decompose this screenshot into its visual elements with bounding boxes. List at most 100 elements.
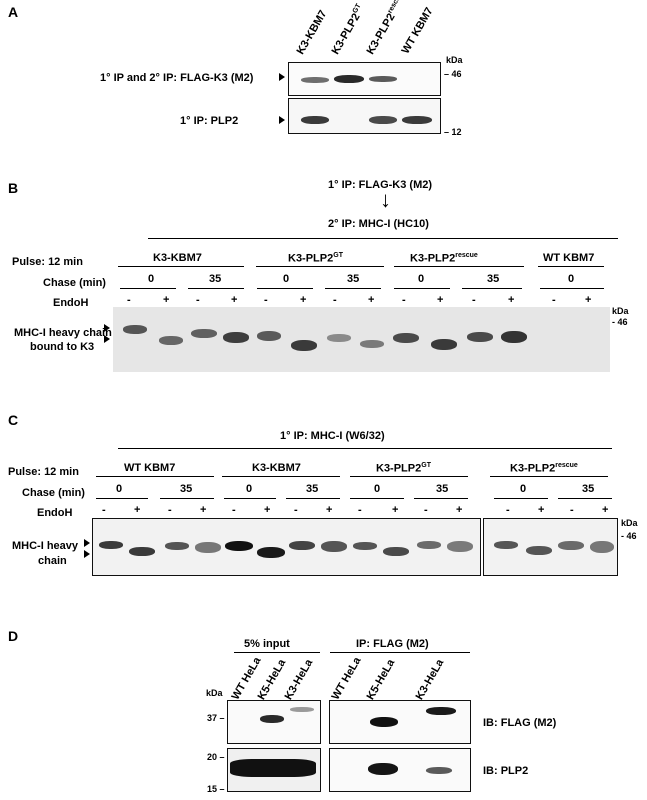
chase-bracket <box>462 288 522 289</box>
band <box>290 707 314 712</box>
endoh-sign: + <box>437 294 444 306</box>
ib-flag-label: IB: FLAG (M2) <box>483 717 557 729</box>
group-label: IP: FLAG (M2) <box>356 638 429 650</box>
ip-label: 1° IP: MHC-I (W6/32) <box>280 430 385 442</box>
band <box>223 332 249 343</box>
endoh-sign: + <box>231 294 238 306</box>
chase-label: Chase (min) <box>43 277 106 289</box>
group-bracket <box>350 476 468 477</box>
band <box>129 547 155 556</box>
chase-time: 0 <box>520 483 527 495</box>
group-bracket <box>118 266 244 267</box>
band-label-c-line2: chain <box>38 555 67 567</box>
band <box>225 541 253 551</box>
band <box>426 707 456 715</box>
endoh-sign: - <box>232 504 236 516</box>
blot-c-left <box>92 518 481 576</box>
lane-label: K3-PLP2GT <box>329 2 363 57</box>
endoh-sign: + <box>300 294 307 306</box>
band <box>494 541 518 549</box>
group-bracket <box>394 266 524 267</box>
endoh-sign: - <box>168 504 172 516</box>
band <box>417 541 441 549</box>
endoh-sign: - <box>506 504 510 516</box>
band <box>257 547 285 558</box>
endoh-sign: - <box>358 504 362 516</box>
band <box>334 75 364 83</box>
endoh-sign: - <box>102 504 106 516</box>
band-arrow-icon <box>84 550 90 558</box>
endoh-sign: + <box>326 504 333 516</box>
secondary-ip-label: 2° IP: MHC-I (HC10) <box>328 218 429 230</box>
band <box>368 763 398 775</box>
group-bracket <box>490 476 608 477</box>
row-label-flag-k3: 1° IP and 2° IP: FLAG-K3 (M2) <box>100 72 254 84</box>
panel-d-letter: D <box>8 628 19 644</box>
chase-bracket <box>494 498 548 499</box>
band-arrow-icon <box>84 539 90 547</box>
group-label: K3-PLP2rescue <box>510 462 578 475</box>
band <box>257 331 281 341</box>
blot-d-ip-flag <box>329 700 471 744</box>
blot-d-input-plp2 <box>227 748 321 792</box>
group-bracket <box>96 476 214 477</box>
band <box>195 542 221 553</box>
panel-a-letter: A <box>8 4 19 20</box>
primary-ip-label: 1° IP: FLAG-K3 (M2) <box>328 179 433 191</box>
chase-bracket <box>120 288 176 289</box>
band <box>393 333 419 343</box>
chase-time: 0 <box>418 273 425 285</box>
band <box>501 331 527 343</box>
band <box>526 546 552 555</box>
group-bracket <box>222 476 340 477</box>
chase-time: 35 <box>347 273 360 285</box>
band-label-b-line2: bound to K3 <box>30 341 95 353</box>
kda-label: kDa <box>206 688 223 698</box>
chase-time: 35 <box>209 273 222 285</box>
band <box>159 336 183 345</box>
marker-46: – 46 <box>444 69 462 79</box>
group-label: 5% input <box>244 638 290 650</box>
chase-time: 0 <box>374 483 381 495</box>
band <box>426 767 452 774</box>
blot-d-input-flag <box>227 700 321 744</box>
chase-bracket <box>96 498 148 499</box>
endoh-sign: - <box>570 504 574 516</box>
band <box>590 541 614 553</box>
lane-label: WT KBM7 <box>399 5 436 57</box>
row-label-plp2: 1° IP: PLP2 <box>180 115 239 127</box>
endoh-sign: - <box>333 294 337 306</box>
band <box>301 77 329 83</box>
endoh-sign: - <box>472 294 476 306</box>
group-label: K3-PLP2GT <box>376 462 431 475</box>
endoh-sign: - <box>424 504 428 516</box>
lane-label: K3-HeLa <box>413 657 447 702</box>
band <box>447 541 473 552</box>
endoh-sign: - <box>294 504 298 516</box>
band <box>402 116 432 124</box>
band <box>165 542 189 550</box>
chase-bracket <box>188 288 244 289</box>
endoh-label: EndoH <box>37 507 73 519</box>
endoh-sign: + <box>602 504 609 516</box>
band <box>370 717 398 727</box>
band <box>467 332 493 342</box>
group-label: WT KBM7 <box>124 462 176 474</box>
endoh-sign: + <box>134 504 141 516</box>
chase-bracket <box>394 288 450 289</box>
chase-time: 35 <box>487 273 500 285</box>
ib-plp2-label: IB: PLP2 <box>483 765 529 777</box>
band-arrow-icon <box>104 324 110 332</box>
band <box>191 329 217 338</box>
endoh-sign: - <box>552 294 556 306</box>
marker-20: 20 – <box>207 752 225 762</box>
band <box>260 715 284 723</box>
marker-46: - 46 <box>612 317 628 327</box>
chase-bracket <box>257 288 313 289</box>
band <box>369 76 397 82</box>
band-label-b-line1: MHC-I heavy chain <box>14 327 112 339</box>
lane-label: K5-HeLa <box>364 657 398 702</box>
chase-time: 0 <box>568 273 575 285</box>
chase-time: 0 <box>116 483 123 495</box>
chase-time: 35 <box>436 483 449 495</box>
